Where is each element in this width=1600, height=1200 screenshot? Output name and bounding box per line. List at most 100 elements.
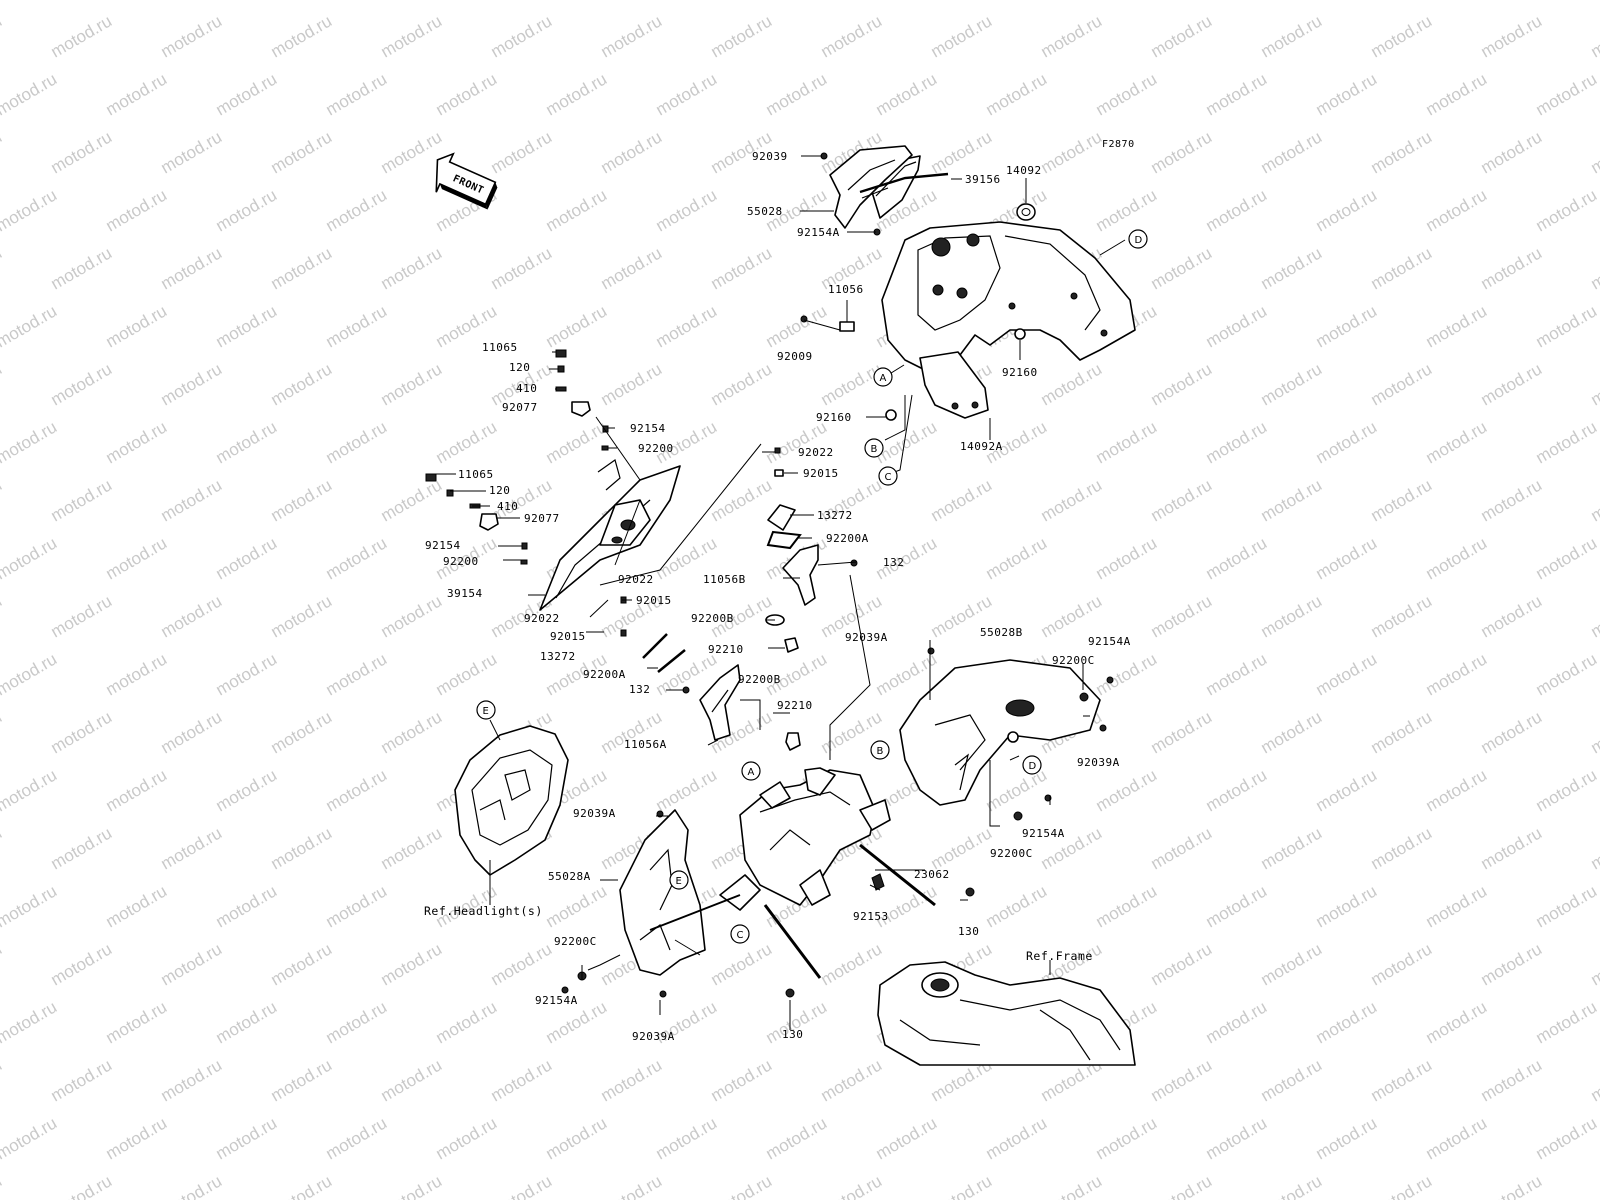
svg-text:A: A <box>748 767 755 778</box>
watermark-text: motod.ru <box>1148 1055 1216 1105</box>
watermark-text: motod.ru <box>543 1113 611 1163</box>
stay-11056b <box>782 544 819 606</box>
watermark-text: motod.ru <box>1478 475 1546 525</box>
part-label: 120 <box>509 361 530 374</box>
watermark-text: motod.ru <box>1148 1171 1216 1200</box>
watermark-text: motod.ru <box>1368 127 1436 177</box>
watermark-text: motod.ru <box>378 359 446 409</box>
watermark-text: motod.ru <box>653 301 721 351</box>
watermark-text: motod.ru <box>378 243 446 293</box>
watermark-text: motod.ru <box>983 881 1051 931</box>
watermark-text: motod.ru <box>1478 591 1546 641</box>
watermark-text: motod.ru <box>0 359 5 409</box>
part-label: 120 <box>489 484 510 497</box>
part-label: 92039 <box>752 150 788 163</box>
watermark-text: motod.ru <box>1423 301 1491 351</box>
watermark-text: motod.ru <box>1368 1171 1436 1200</box>
watermark-text: motod.ru <box>1148 475 1216 525</box>
watermark-text: motod.ru <box>103 649 171 699</box>
watermark-text: motod.ru <box>1203 765 1271 815</box>
watermark-text: motod.ru <box>1423 417 1491 467</box>
side-cover-55028a <box>619 809 706 976</box>
part-label: 39156 <box>965 173 1001 186</box>
watermark-text: motod.ru <box>1368 243 1436 293</box>
watermark-text: motod.ru <box>1203 533 1271 583</box>
part-label: 92039A <box>1077 756 1120 769</box>
marker-D: D <box>1022 755 1042 775</box>
part-label: 14092 <box>1006 164 1042 177</box>
part-label: 92077 <box>524 512 560 525</box>
watermark-text: motod.ru <box>103 765 171 815</box>
watermark-text: motod.ru <box>48 823 116 873</box>
watermark-text: motod.ru <box>268 591 336 641</box>
watermark-text: motod.ru <box>158 591 226 641</box>
marker-A: A <box>741 761 761 781</box>
watermark-text: motod.ru <box>268 243 336 293</box>
watermark-text: motod.ru <box>543 881 611 931</box>
watermark-text: motod.ru <box>1093 533 1161 583</box>
watermark-text: motod.ru <box>1313 881 1381 931</box>
watermark-text: motod.ru <box>1258 11 1326 61</box>
watermark-text: motod.ru <box>158 823 226 873</box>
watermark-text: motod.ru <box>1533 765 1600 815</box>
watermark-text: motod.ru <box>1038 359 1106 409</box>
watermark-text: motod.ru <box>1093 881 1161 931</box>
part-label: 11056 <box>828 283 864 296</box>
watermark-text: motod.ru <box>1588 243 1600 293</box>
marker-E: E <box>669 870 689 890</box>
watermark-text: motod.ru <box>818 11 886 61</box>
watermark-text: motod.ru <box>213 301 281 351</box>
watermark-text: motod.ru <box>1368 939 1436 989</box>
watermark-text: motod.ru <box>323 185 391 235</box>
watermark-text: motod.ru <box>213 185 281 235</box>
part-label: 92210 <box>777 699 813 712</box>
watermark-text: motod.ru <box>818 359 886 409</box>
watermark-text: motod.ru <box>1368 475 1436 525</box>
frame-reference-shape <box>877 961 1136 1066</box>
watermark-text: motod.ru <box>543 185 611 235</box>
marker-B: B <box>864 438 884 458</box>
watermark-text: motod.ru <box>598 243 666 293</box>
watermark-text: motod.ru <box>1203 417 1271 467</box>
part-label: 14092A <box>960 440 1003 453</box>
svg-text:D: D <box>1135 235 1143 246</box>
stay-11056a <box>699 664 741 741</box>
watermark-text: motod.ru <box>433 69 501 119</box>
trim-strip-39156 <box>859 172 949 199</box>
watermark-text: motod.ru <box>818 939 886 989</box>
watermark-text: motod.ru <box>1368 359 1436 409</box>
watermark-text: motod.ru <box>1588 127 1600 177</box>
watermark-text: motod.ru <box>1313 301 1381 351</box>
inner-panel-upper <box>871 155 1136 419</box>
watermark-text: motod.ru <box>1588 11 1600 61</box>
marker-E: E <box>476 700 496 720</box>
part-label: 92154A <box>797 226 840 239</box>
svg-text:E: E <box>676 876 682 887</box>
watermark-text: motod.ru <box>928 11 996 61</box>
watermark-text: motod.ru <box>1148 939 1216 989</box>
watermark-text: motod.ru <box>1038 475 1106 525</box>
watermark-text: motod.ru <box>1038 591 1106 641</box>
main-stay-23062 <box>649 767 936 979</box>
watermark-text: motod.ru <box>48 11 116 61</box>
part-label: 92200B <box>738 673 781 686</box>
windshield-bracket-39154 <box>539 459 681 611</box>
watermark-text: motod.ru <box>213 997 281 1047</box>
watermark-text: motod.ru <box>1478 707 1546 757</box>
part-label: 39154 <box>447 587 483 600</box>
watermark-text: motod.ru <box>1423 765 1491 815</box>
watermark-text: motod.ru <box>1258 591 1326 641</box>
watermark-text: motod.ru <box>598 359 666 409</box>
grommet-92160-a <box>1014 328 1026 340</box>
watermark-text: motod.ru <box>1423 0 1491 3</box>
svg-text:B: B <box>877 746 884 757</box>
watermark-text: motod.ru <box>543 301 611 351</box>
watermark-text: motod.ru <box>213 533 281 583</box>
watermark-text: motod.ru <box>1423 997 1491 1047</box>
watermark-text: motod.ru <box>48 359 116 409</box>
watermark-text: motod.ru <box>433 649 501 699</box>
watermark-text: motod.ru <box>1533 69 1600 119</box>
watermark-text: motod.ru <box>598 127 666 177</box>
watermark-text: motod.ru <box>1093 765 1161 815</box>
